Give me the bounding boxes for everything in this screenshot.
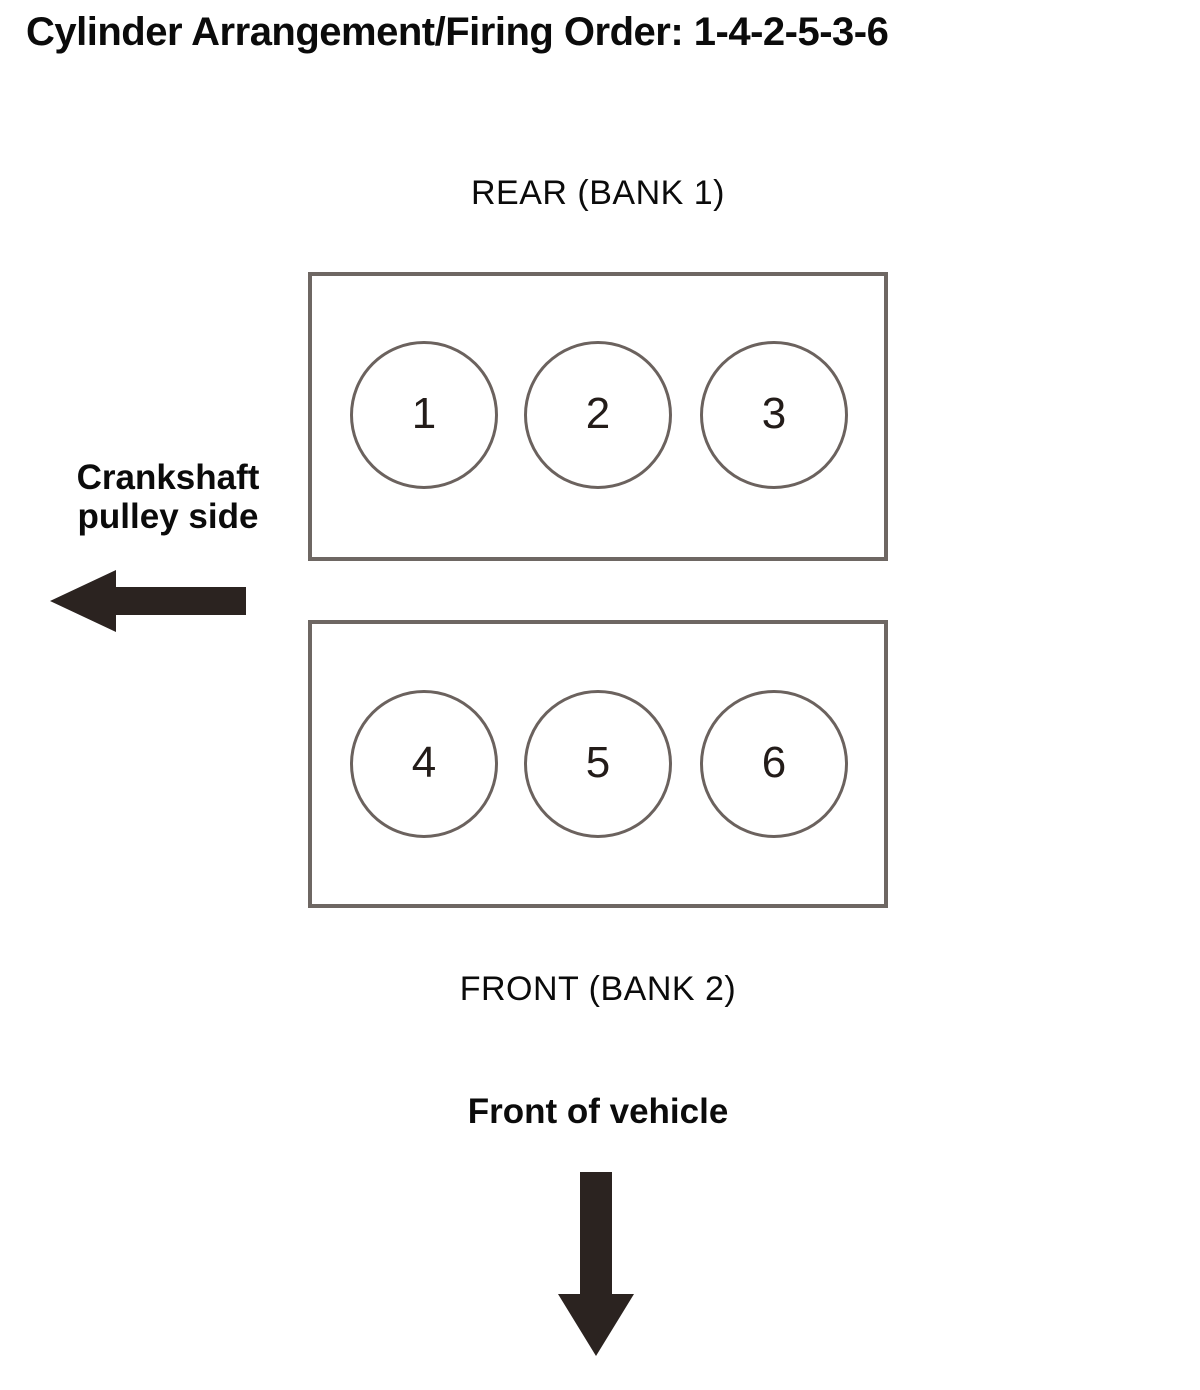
front-bank-label: FRONT (BANK 2) bbox=[459, 970, 737, 1008]
front-of-vehicle-label: Front of vehicle bbox=[467, 1092, 729, 1131]
cylinder-4-number: 4 bbox=[411, 738, 437, 787]
left-arrow-icon bbox=[50, 570, 246, 632]
page-title: Cylinder Arrangement/Firing Order: 1-4-2… bbox=[26, 10, 889, 54]
down-arrow-shape bbox=[558, 1172, 634, 1356]
crankshaft-pulley-side-label: Crankshaft pulley side bbox=[38, 458, 298, 536]
cylinder-5-number: 5 bbox=[585, 738, 611, 787]
left-arrow-shape bbox=[50, 570, 246, 632]
crankshaft-label-line-1: Crankshaft bbox=[76, 458, 260, 497]
crankshaft-label-line-2: pulley side bbox=[77, 497, 259, 537]
cylinder-5: 5 bbox=[524, 690, 672, 838]
cylinder-2: 2 bbox=[524, 341, 672, 489]
cylinder-4: 4 bbox=[350, 690, 498, 838]
cylinder-6-number: 6 bbox=[761, 738, 787, 787]
cylinder-1-number: 1 bbox=[411, 389, 437, 438]
cylinder-3-number: 3 bbox=[761, 389, 787, 438]
rear-bank-label: REAR (BANK 1) bbox=[471, 174, 725, 212]
cylinder-1: 1 bbox=[350, 341, 498, 489]
down-arrow-icon bbox=[552, 1172, 640, 1356]
cylinder-6: 6 bbox=[700, 690, 848, 838]
cylinder-3: 3 bbox=[700, 341, 848, 489]
cylinder-2-number: 2 bbox=[585, 389, 611, 438]
